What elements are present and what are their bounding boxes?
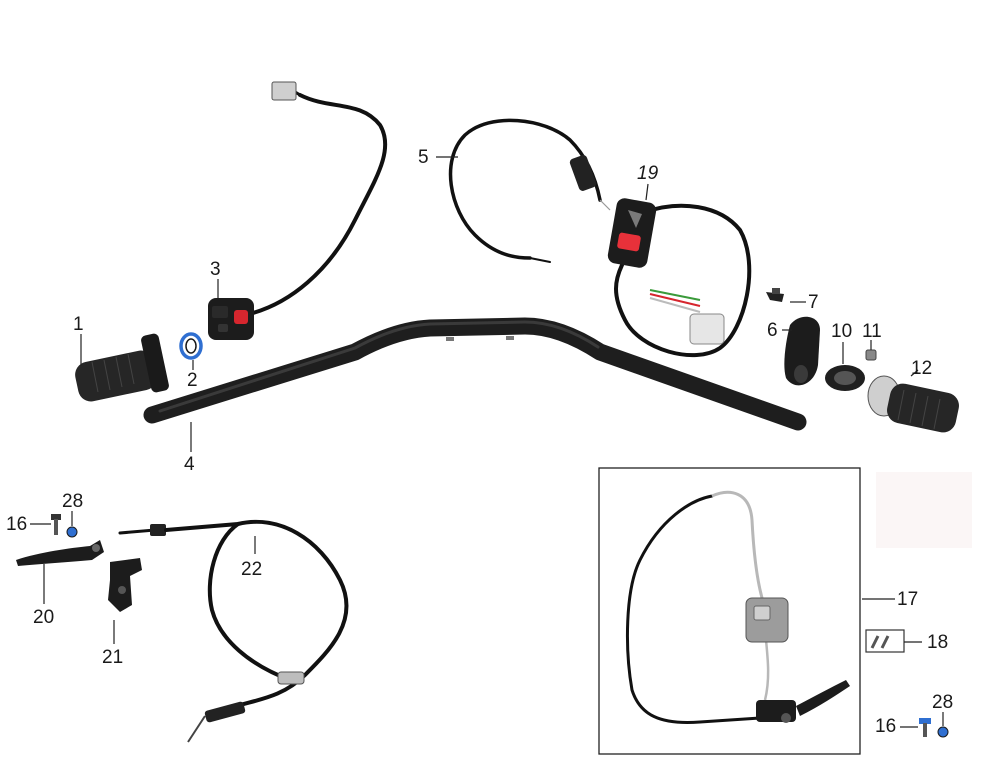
callout-21: 21 (102, 647, 124, 668)
throttle-cable (448, 118, 611, 263)
clutch-cable (118, 519, 349, 743)
nut-right (937, 726, 949, 738)
callout-28-right: 28 (932, 692, 954, 713)
callout-12: 12 (911, 358, 933, 379)
front-brake-assembly (625, 490, 850, 725)
set-screw (865, 349, 877, 361)
callout-19: 19 (637, 163, 659, 184)
callout-22: 22 (241, 559, 263, 580)
right-grip (867, 375, 959, 433)
callout-28-left: 28 (62, 491, 84, 512)
bolt-set-box (865, 629, 905, 653)
callout-1: 1 (73, 314, 84, 335)
callout-18: 18 (927, 632, 949, 653)
callout-10: 10 (831, 321, 853, 342)
throttle-ring (825, 365, 865, 391)
leader-lines (30, 156, 944, 728)
callout-17: 17 (897, 589, 919, 610)
callout-16-right: 16 (875, 716, 897, 737)
handlebar (143, 317, 807, 431)
lever-bracket (108, 558, 142, 612)
callout-11: 11 (862, 321, 882, 342)
callout-16-left: 16 (6, 514, 28, 535)
callout-3: 3 (210, 259, 221, 280)
left-switch-assembly (208, 81, 388, 340)
callout-6: 6 (767, 320, 778, 341)
bolt-left (51, 514, 61, 535)
screw-small (766, 288, 784, 302)
callout-5: 5 (418, 147, 429, 168)
left-grip (75, 333, 169, 402)
callout-4: 4 (184, 454, 195, 475)
kill-switch-assembly (607, 198, 752, 358)
faint-patch (876, 472, 972, 548)
throttle-housing (784, 316, 820, 386)
callout-2: 2 (187, 370, 198, 391)
bolt-set (870, 635, 890, 649)
brake-assembly-box (598, 467, 861, 755)
nut-left (66, 526, 78, 538)
bolt-right (919, 718, 931, 737)
callout-20: 20 (33, 607, 55, 628)
callout-7: 7 (808, 292, 819, 313)
spacer-ring (179, 332, 203, 360)
clutch-lever (16, 540, 104, 566)
